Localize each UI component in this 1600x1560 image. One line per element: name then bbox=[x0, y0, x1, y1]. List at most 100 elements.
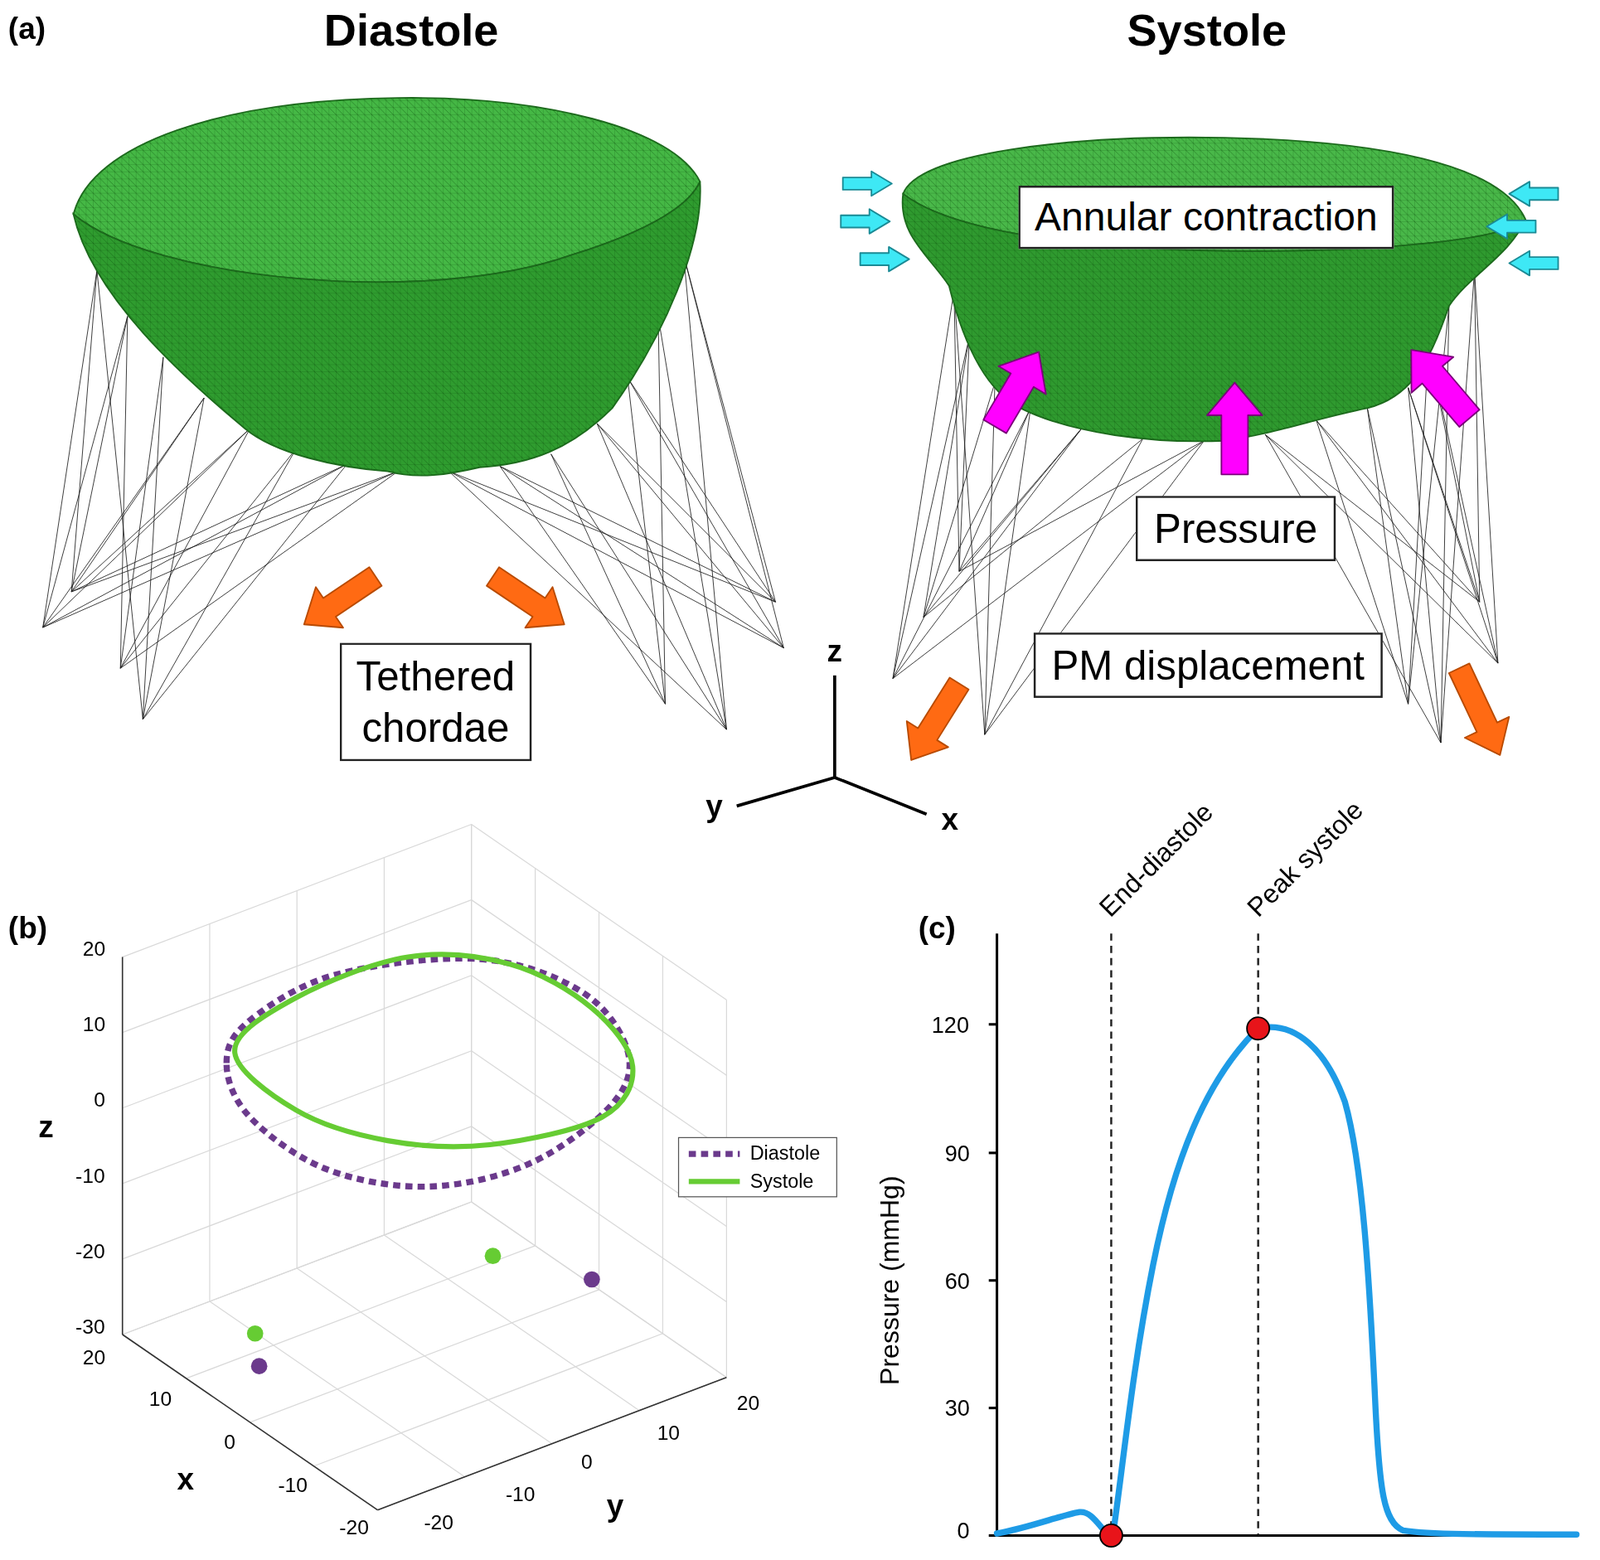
chorda bbox=[1316, 420, 1499, 664]
grid-line bbox=[534, 867, 536, 1246]
grid-line bbox=[471, 1202, 728, 1378]
axis-letter: z bbox=[827, 633, 843, 669]
tick bbox=[989, 1279, 998, 1282]
chorda bbox=[596, 423, 784, 649]
grid-line bbox=[383, 1235, 640, 1411]
pm-arrow bbox=[906, 678, 970, 761]
chorda bbox=[596, 423, 776, 602]
tick-label: -10 bbox=[505, 1482, 536, 1506]
tick-label: 0 bbox=[581, 1450, 593, 1474]
chorda bbox=[43, 316, 128, 628]
legend-text: Diastole bbox=[750, 1143, 821, 1166]
grid-line bbox=[186, 1246, 536, 1379]
tether-arrow bbox=[304, 567, 383, 628]
tick bbox=[989, 1406, 998, 1410]
panel-letter: (c) bbox=[918, 911, 956, 946]
label-box: PM displacement bbox=[1032, 632, 1383, 699]
chorda bbox=[43, 428, 251, 628]
chorda bbox=[923, 438, 1144, 617]
chorda bbox=[120, 357, 164, 669]
legend-sample bbox=[688, 1150, 741, 1157]
tick bbox=[989, 1151, 998, 1154]
tick-label: 120 bbox=[931, 1011, 970, 1038]
label-box: Annular contraction bbox=[1018, 184, 1394, 249]
chorda bbox=[596, 423, 727, 730]
chorda bbox=[1474, 270, 1499, 664]
contraction-arrow bbox=[860, 247, 910, 272]
axis-letter: x bbox=[940, 801, 959, 837]
axis-title: y bbox=[606, 1488, 625, 1523]
pressure-arrow bbox=[1207, 383, 1262, 476]
tick-label: 0 bbox=[93, 1088, 106, 1112]
chorda bbox=[120, 316, 128, 670]
axis-line bbox=[736, 777, 835, 806]
marker-dot bbox=[1246, 1017, 1270, 1040]
chorda bbox=[959, 336, 970, 572]
contraction-arrow bbox=[840, 208, 890, 234]
tick-label: 20 bbox=[82, 937, 106, 961]
grid-line bbox=[471, 1202, 728, 1378]
chorda bbox=[984, 407, 1031, 735]
chorda bbox=[959, 407, 1031, 572]
contraction-arrow bbox=[843, 171, 893, 197]
tick-label: 90 bbox=[945, 1139, 970, 1166]
grid-line bbox=[122, 1202, 472, 1335]
chorda bbox=[627, 377, 784, 648]
grid-line bbox=[208, 924, 210, 1302]
grid-line bbox=[296, 891, 298, 1269]
chorda bbox=[1474, 270, 1480, 602]
tick-label: 0 bbox=[223, 1430, 236, 1454]
chorda bbox=[43, 270, 97, 628]
axis-title: z bbox=[38, 1110, 54, 1145]
chorda bbox=[892, 407, 1031, 679]
chorda bbox=[959, 428, 1082, 572]
chorda bbox=[43, 471, 398, 628]
chorda bbox=[71, 428, 250, 592]
axis-edge bbox=[377, 1377, 727, 1511]
chorda bbox=[1316, 420, 1480, 602]
tick-label: -10 bbox=[75, 1163, 106, 1188]
tick-label: 60 bbox=[945, 1267, 970, 1294]
chorda bbox=[627, 377, 776, 602]
pressure-curve bbox=[997, 1027, 1577, 1535]
chorda bbox=[142, 449, 296, 720]
annulus-rings bbox=[226, 954, 633, 1187]
leaflet-mesh bbox=[73, 97, 701, 476]
chorda bbox=[984, 383, 995, 736]
box-text: PM displacement bbox=[1051, 640, 1365, 692]
tick-label: -20 bbox=[339, 1515, 369, 1539]
panel-letter: (b) bbox=[8, 911, 48, 946]
systole-ring bbox=[234, 954, 633, 1147]
grid-line bbox=[122, 1051, 472, 1184]
pressure-arrow bbox=[1410, 349, 1479, 427]
legend-text: Systole bbox=[750, 1170, 815, 1193]
contraction-arrow bbox=[1486, 213, 1536, 239]
chorda bbox=[43, 397, 204, 628]
axis-title: x bbox=[177, 1461, 195, 1497]
chorda bbox=[683, 255, 776, 602]
grid-line bbox=[598, 911, 600, 1290]
axis-edge bbox=[122, 1334, 379, 1511]
axis-edge bbox=[121, 957, 124, 1335]
tick-label: 20 bbox=[736, 1391, 760, 1415]
axis-line bbox=[833, 675, 837, 778]
axis-line bbox=[834, 777, 927, 815]
chorda bbox=[120, 449, 296, 670]
marker-line bbox=[1110, 933, 1112, 1536]
label-box: Pressure bbox=[1135, 495, 1336, 562]
chorda bbox=[683, 255, 785, 649]
contraction-arrow bbox=[1508, 251, 1558, 277]
box-text: Annular contraction bbox=[1034, 192, 1378, 243]
pm-point bbox=[247, 1325, 264, 1343]
chorda bbox=[71, 471, 398, 592]
tether-arrow bbox=[486, 567, 565, 628]
tick-label: -20 bbox=[75, 1239, 106, 1263]
chorda bbox=[1408, 387, 1441, 743]
grid-line bbox=[122, 1202, 472, 1335]
chorda bbox=[551, 454, 666, 705]
chorda bbox=[71, 464, 347, 592]
chorda bbox=[1408, 387, 1499, 664]
chorda bbox=[923, 428, 1082, 618]
chorda bbox=[683, 255, 728, 730]
tick-label: -20 bbox=[423, 1510, 454, 1534]
